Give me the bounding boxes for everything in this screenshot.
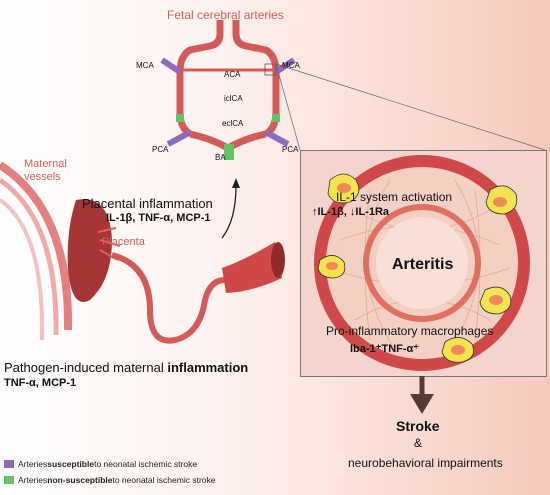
legend-susceptible-bold: susceptible <box>47 459 95 469</box>
mca-right-branch <box>274 57 296 75</box>
pathogen-prefix: Pathogen-induced maternal <box>4 360 168 375</box>
arteritis-cross-section <box>314 155 530 371</box>
legend-non-bold: non-susceptible <box>47 475 113 485</box>
impairments-label: neurobehavioral impairments <box>348 456 503 470</box>
outcome-arrow <box>410 376 434 414</box>
legend-non-suffix: to neonatal ischemic stroke <box>112 475 216 485</box>
maternal-uterus-diagram <box>0 161 285 344</box>
mca-left-label: MCA <box>136 61 154 70</box>
pathogen-inflammation-title: Pathogen-induced maternal inflammation <box>4 360 248 375</box>
pathogen-bold: inflammation <box>167 360 249 375</box>
fetal-arteries-title: Fetal cerebral arteries <box>167 8 284 22</box>
pathogen-markers: TNF-α, MCP-1 <box>4 377 77 389</box>
macrophage-cells <box>317 173 518 363</box>
legend-swatch-green <box>4 476 14 484</box>
macrophage-title: Pro-inflammatory macrophages <box>326 324 494 338</box>
iclca-label: iclCA <box>224 94 243 103</box>
macrophage-markers: Iba-1⁺TNF-α⁺ <box>350 343 420 355</box>
aca-label: ACA <box>224 70 241 79</box>
placenta-label: Placenta <box>102 236 145 248</box>
placental-inflammation-title: Placental inflammation <box>82 196 213 211</box>
eclca-label: eclCA <box>222 119 244 128</box>
mca-right-label: MCA <box>282 61 300 70</box>
mca-left-branch <box>160 57 182 75</box>
stroke-label: Stroke <box>396 418 440 434</box>
legend-non-susceptible: Arteries non-susceptible to neonatal isc… <box>4 475 215 485</box>
legend-susceptible-suffix: to neonatal ischemic stroke <box>94 459 198 469</box>
pca-right-label: PCA <box>282 145 299 154</box>
maternal-vessels-label: Maternal vessels <box>24 158 67 183</box>
legend-susceptible: Arteries susceptible to neonatal ischemi… <box>4 459 197 469</box>
placental-markers: IL-1β, TNF-α, MCP-1 <box>106 212 211 224</box>
il1-markers: ↑IL-1β, ↓IL-1Ra <box>312 206 389 218</box>
ba-label: BA <box>215 153 226 162</box>
pca-left-label: PCA <box>152 145 169 154</box>
ampersand-label: & <box>414 436 423 450</box>
legend-swatch-purple <box>4 460 14 468</box>
zoom-box <box>264 63 277 76</box>
arteritis-label: Arteritis <box>392 256 454 273</box>
il1-title: IL-1 system activation <box>336 190 453 204</box>
legend-susceptible-prefix: Arteries <box>18 459 48 469</box>
fetal-arteries-diagram <box>160 20 296 160</box>
legend-non-prefix: Arteries <box>18 475 48 485</box>
